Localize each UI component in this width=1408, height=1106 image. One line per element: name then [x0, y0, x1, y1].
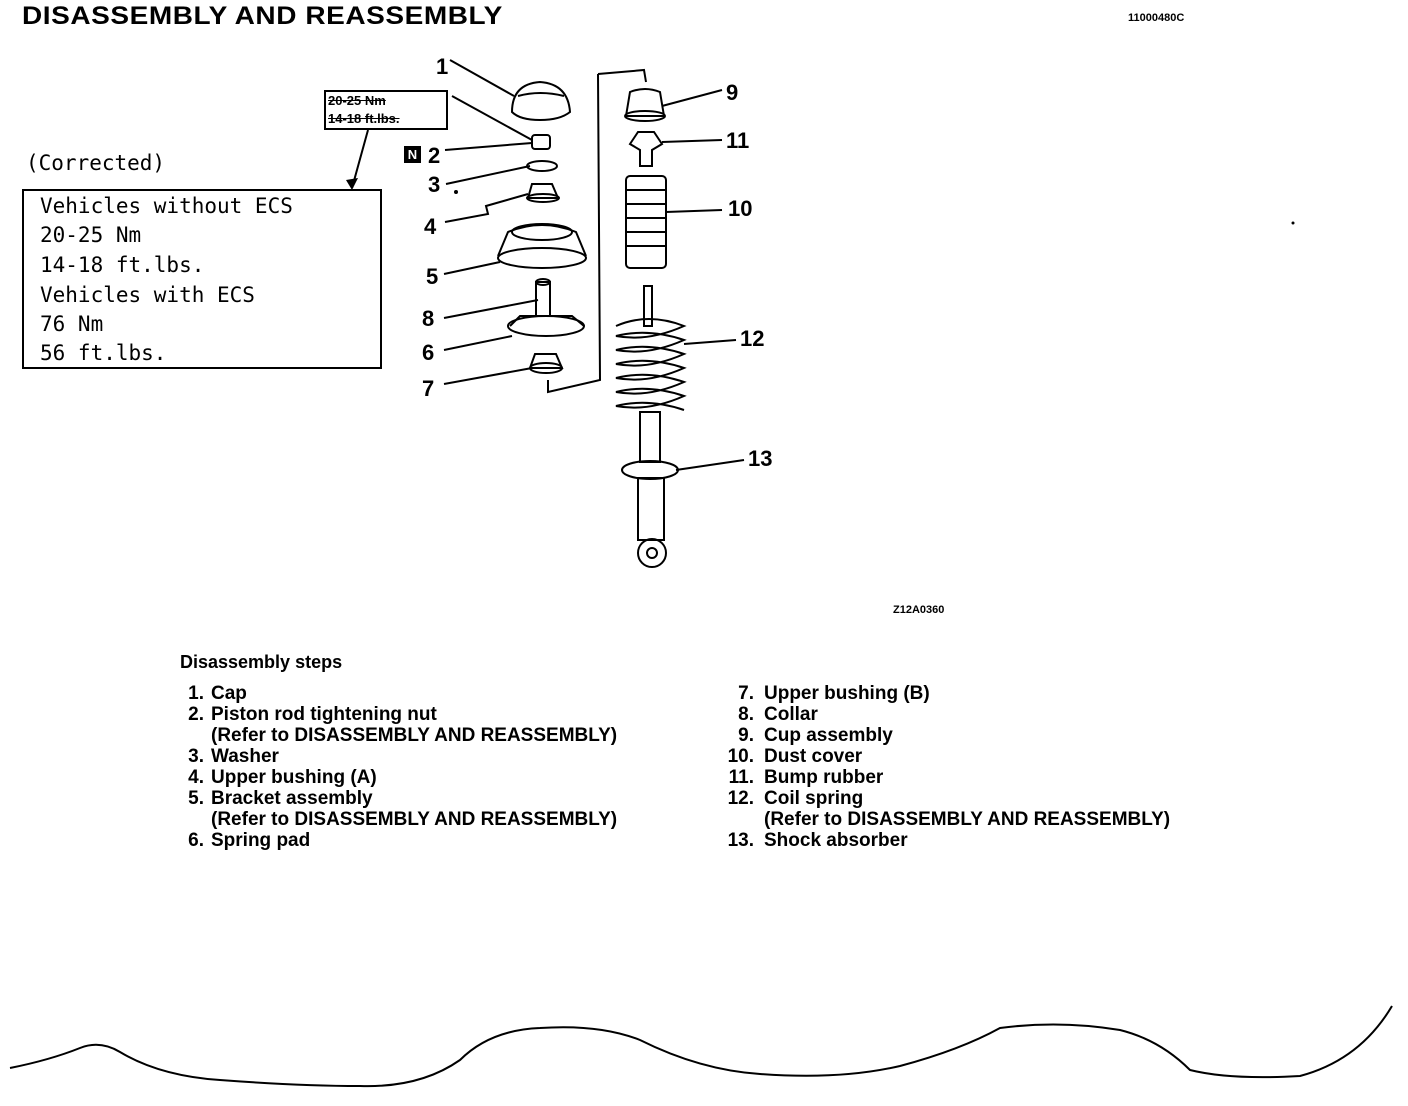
document-code: 11000480C	[1128, 12, 1185, 24]
page-title: DISASSEMBLY AND REASSEMBLY	[22, 2, 503, 30]
torque-label-box: 20-25 Nm 14-18 ft.lbs.	[324, 90, 448, 130]
correction-box: Vehicles without ECS 20-25 Nm 14-18 ft.l…	[22, 189, 382, 369]
figure-code: Z12A0360	[893, 604, 945, 616]
callout-6: 6	[422, 340, 435, 365]
correction-line: Vehicles with ECS	[40, 283, 255, 307]
callout-9: 9	[726, 80, 739, 105]
correction-line: 20-25 Nm	[40, 223, 142, 247]
correction-line: 14-18 ft.lbs.	[40, 253, 205, 277]
callout-8: 8	[422, 306, 435, 331]
correction-line: 76 Nm	[40, 312, 104, 336]
correction-line: 56 ft.lbs.	[40, 341, 167, 365]
n-mark-icon: N	[404, 146, 421, 163]
steps-right-column: 7.Upper bushing (B) 8.Collar 9.Cup assem…	[727, 683, 1171, 851]
callout-13: 13	[748, 446, 773, 471]
torque-nm: 20-25 Nm	[328, 93, 386, 108]
steps-heading: Disassembly steps	[180, 652, 343, 672]
callout-11: 11	[726, 128, 750, 153]
torque-ftlbs: 14-18 ft.lbs.	[328, 111, 400, 126]
callout-1: 1	[436, 54, 449, 79]
callout-3: 3	[428, 172, 441, 197]
steps-left-column: 1.Cap 2.Piston rod tightening nut (Refer…	[188, 683, 618, 851]
correction-line: Vehicles without ECS	[40, 194, 293, 218]
callout-10: 10	[728, 196, 753, 221]
callout-4: 4	[424, 214, 437, 239]
callout-2: 2	[428, 143, 441, 168]
correction-heading: (Corrected)	[26, 151, 166, 175]
callout-5: 5	[426, 264, 439, 289]
callout-12: 12	[740, 326, 765, 351]
callout-7: 7	[422, 376, 435, 401]
